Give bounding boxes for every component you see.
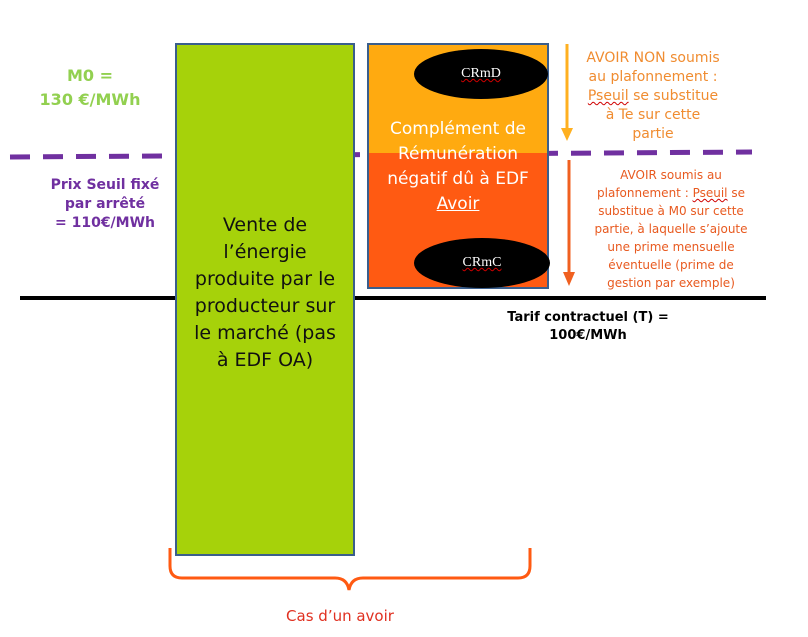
prix-seuil-line1: Prix Seuil fixé (50, 177, 160, 193)
prix-seuil-label: Prix Seuil fixé par arrêté = 110€/MWh (30, 176, 180, 233)
prix-seuil-line3: = 110€/MWh (54, 215, 156, 231)
vente-marche-block (175, 43, 355, 556)
avoir-non-line3-rest: se substitue (628, 88, 719, 104)
avoir-soumis-line2: plafonnement : Pseuil se (572, 184, 770, 202)
avoir-soumis-arrow (563, 160, 575, 286)
cas-avoir-label: Cas d’un avoir (286, 607, 394, 625)
avoir-non-line1: AVOIR NON soumis (586, 50, 720, 66)
tarif-line1: Tarif contractuel (T) = (507, 310, 669, 325)
vente-line: producteur sur (194, 295, 336, 317)
pseuil-word: Pseuil (692, 186, 728, 200)
crmc-label: CRmC (462, 255, 502, 270)
crmd-oval: CRmD (414, 49, 548, 99)
vente-line: l’énergie (223, 241, 307, 263)
crmd-label: CRmD (461, 66, 501, 81)
avoir-non-line5: partie (632, 126, 674, 142)
avoir-soumis-line2-start: plafonnement : (597, 186, 693, 200)
avoir-soumis-line2-end: se (727, 186, 745, 200)
cas-avoir-brace (168, 548, 532, 591)
avoir-non-line3: Pseuil se substitue (568, 87, 738, 106)
avoir-non-soumis-text: AVOIR NON soumis au plafonnement : Pseui… (568, 49, 738, 144)
tarif-line2: 100€/MWh (549, 328, 627, 343)
complement-line4: Avoir (436, 194, 480, 214)
avoir-soumis-line6: éventuelle (prime de (608, 258, 734, 272)
m0-label-line2: 130 €/MWh (39, 90, 141, 109)
pseuil-word: Pseuil (587, 88, 629, 104)
complement-line2: Rémunération (397, 144, 519, 164)
m0-label: M0 = 130 €/MWh (30, 64, 150, 112)
vente-line: produite par le (194, 268, 336, 290)
avoir-non-line2: au plafonnement : (588, 69, 718, 85)
prix-seuil-line2: par arrêté (64, 196, 146, 212)
avoir-non-line4: à Te sur cette (605, 107, 701, 123)
avoir-soumis-line5: une prime mensuelle (607, 240, 735, 254)
crmc-oval: CRmC (414, 238, 550, 288)
vente-line: à EDF OA) (216, 349, 314, 371)
complement-text: Complément de Rémunération négatif dû à … (369, 117, 547, 217)
vente-line: le marché (pas (194, 322, 336, 344)
vente-line: Vente de (222, 214, 308, 236)
m0-label-line1: M0 = (66, 66, 114, 85)
avoir-soumis-line4: partie, à laquelle s’ajoute (594, 222, 748, 236)
avoir-soumis-line7: gestion par exemple) (607, 276, 735, 290)
avoir-soumis-line1: AVOIR soumis au (620, 168, 722, 182)
vente-marche-text: Vente de l’énergie produite par le produ… (180, 212, 350, 374)
avoir-soumis-text: AVOIR soumis au plafonnement : Pseuil se… (572, 166, 770, 292)
avoir-non-soumis-arrow (561, 44, 573, 141)
complement-line1: Complément de (390, 119, 526, 139)
avoir-soumis-line3: substitue à M0 sur cette (598, 204, 744, 218)
tarif-contractuel-label: Tarif contractuel (T) = 100€/MWh (488, 309, 688, 345)
complement-line3: négatif dû à EDF (387, 169, 529, 189)
